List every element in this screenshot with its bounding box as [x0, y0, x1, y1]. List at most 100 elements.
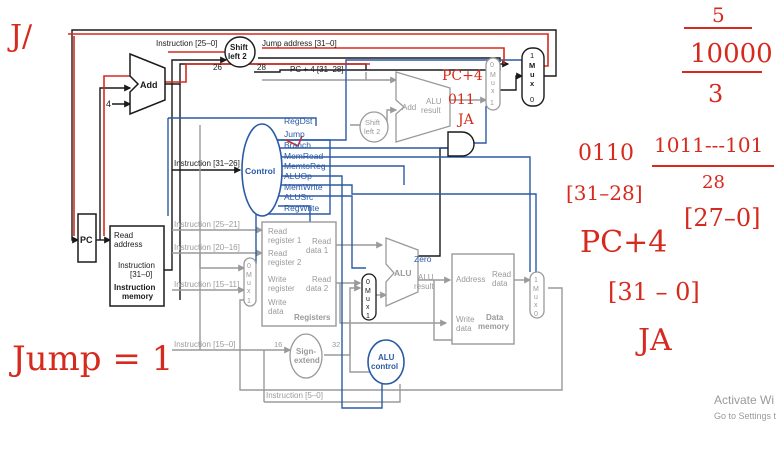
svg-text:ALU result: ALU result	[421, 97, 444, 115]
sign-extend-unit: Sign- extend	[289, 333, 323, 379]
hand-bin-c: 28	[702, 172, 725, 193]
pc4-31-28-label: PC + 4 [31–28]	[290, 65, 344, 74]
hand-ja-right: JA	[635, 323, 672, 358]
signal-memwrite: MemWrite	[284, 182, 323, 192]
reg-read-reg2-line1: Read	[268, 249, 287, 258]
regdst-mux-x: x	[247, 288, 251, 295]
field-15-11: Instruction [15–11]	[174, 280, 239, 289]
dmem-title-line1: Data	[486, 313, 504, 322]
svg-text:0 M u x: 0 M u x 1	[246, 263, 254, 305]
hand-pc4-right: PC+4	[580, 225, 667, 260]
hand-fraction-top: 5	[712, 3, 725, 27]
alusrc-mux-bit1: 1	[366, 313, 370, 320]
reg-write-reg-line2: register	[268, 284, 295, 293]
regdst-mux-u: u	[247, 280, 251, 287]
activate-watermark-line2: Go to Settings t	[714, 411, 777, 421]
svg-text:0 M u x: 0 M u x 1	[490, 62, 498, 107]
branch-mux-x: x	[491, 88, 495, 95]
instruction-field-labels: Instruction [25–21] Instruction [20–16] …	[174, 220, 323, 400]
signal-alusrc: ALUSrc	[284, 192, 314, 202]
reg-read-data2-line1: Read	[312, 275, 331, 284]
hand-bin-b: 1011---101	[654, 133, 763, 157]
control-unit: Control	[241, 123, 283, 217]
signal-memread: MemRead	[284, 151, 323, 161]
svg-text:1 M u x: 1 M u x 0	[533, 277, 541, 318]
pc-register: PC	[77, 213, 97, 263]
sign-extend-line2: extend	[294, 356, 320, 365]
memtoreg-mux-x: x	[534, 302, 538, 309]
instr-31-26-label: Instruction [31–26]	[174, 159, 240, 168]
signal-aluop: ALUOp	[284, 171, 312, 181]
alu-label: ALU	[394, 268, 411, 278]
jump-mux: 1 M u x 0	[521, 47, 545, 107]
bits-28-label: 28	[257, 63, 266, 72]
alu-result-line2: result	[414, 282, 434, 291]
hand-ja: JA	[456, 112, 475, 128]
hand-top-left: J/	[7, 19, 33, 54]
imem-instruction-line1: Instruction	[118, 261, 155, 270]
hand-pc4: PC+4	[442, 68, 483, 84]
branch-mux-u: u	[491, 80, 495, 87]
control-signal-labels: RegDst Jump Branch MemRead MemtoReg ALUO…	[284, 116, 326, 213]
signal-regdst: RegDst	[284, 116, 313, 126]
hand-bracket-27-0: [27–0]	[684, 204, 761, 232]
branch-adder: Add ALU result	[395, 71, 451, 143]
field-15-0: Instruction [15–0]	[174, 340, 235, 349]
hand-011: 011	[448, 92, 475, 108]
svg-text:Shift left 2: Shift left 2	[364, 118, 382, 136]
branch-mux-bit0: 0	[490, 62, 494, 69]
pc-label: PC	[80, 235, 93, 245]
jump-mux-bit0: 0	[530, 95, 534, 104]
hand-jump-eq: Jump = 1	[9, 339, 173, 379]
reg-write-data-line1: Write	[268, 298, 287, 307]
dmem-read-data-line1: Read	[492, 270, 511, 279]
dmem-address: Address	[456, 275, 485, 284]
dmem-title-line2: memory	[478, 322, 510, 331]
memtoreg-mux-bit1: 1	[534, 277, 538, 284]
alu-control-unit: ALU control	[367, 339, 405, 385]
handwritten-annotations: J/ PC+4 011 JA 5 10000 3 0110 1011---101…	[7, 3, 774, 379]
jump-address-label: Jump address [31–0]	[262, 39, 337, 48]
branch-shift-line2: left 2	[364, 127, 380, 136]
hand-fraction-den: 3	[708, 80, 723, 108]
jump-shift-left-2: Shift left 2	[224, 36, 256, 68]
svg-text:Sign- extend: Sign- extend	[294, 347, 320, 365]
memtoreg-mux-u: u	[534, 294, 538, 301]
hand-bracket-31-0: [31 – 0]	[608, 278, 700, 306]
reg-read-reg2-line2: register 2	[268, 258, 302, 267]
hand-bin-a: 0110	[578, 141, 634, 166]
jump-shift-line1: Shift	[230, 43, 248, 52]
reg-read-data1-line1: Read	[312, 237, 331, 246]
reg-read-data2-line2: data 2	[306, 284, 329, 293]
regdst-mux: 0 M u x 1	[243, 257, 257, 307]
alusrc-mux-m: M	[365, 288, 371, 295]
reg-read-reg1-line2: register 1	[268, 236, 302, 245]
imem-read-address-line2: address	[114, 240, 142, 249]
pc-adder: Add	[129, 52, 166, 116]
main-alu: ALU Zero ALU result	[385, 237, 436, 307]
alusrc-mux-u: u	[366, 296, 370, 303]
signal-regwrite: RegWrite	[284, 203, 320, 213]
svg-text:ALU result: ALU result	[414, 273, 436, 291]
branch-mux: 0 M u x 1	[485, 57, 501, 111]
registers-title: Registers	[294, 313, 331, 322]
svg-text:ALU control: ALU control	[371, 353, 398, 371]
branch-mux-bit1: 1	[490, 100, 494, 107]
svg-text:0 M u x: 0 M u x 1	[365, 279, 373, 320]
memtoreg-mux-m: M	[533, 286, 539, 293]
jump-mux-u: u	[530, 70, 535, 79]
signal-jump: Jump	[284, 129, 305, 139]
imem-read-address-line1: Read	[114, 231, 133, 240]
branch-mux-m: M	[490, 72, 496, 79]
field-25-21: Instruction [25–21]	[174, 220, 240, 229]
alu-control-line1: ALU	[378, 353, 395, 362]
bits-16-label: 16	[274, 340, 282, 349]
